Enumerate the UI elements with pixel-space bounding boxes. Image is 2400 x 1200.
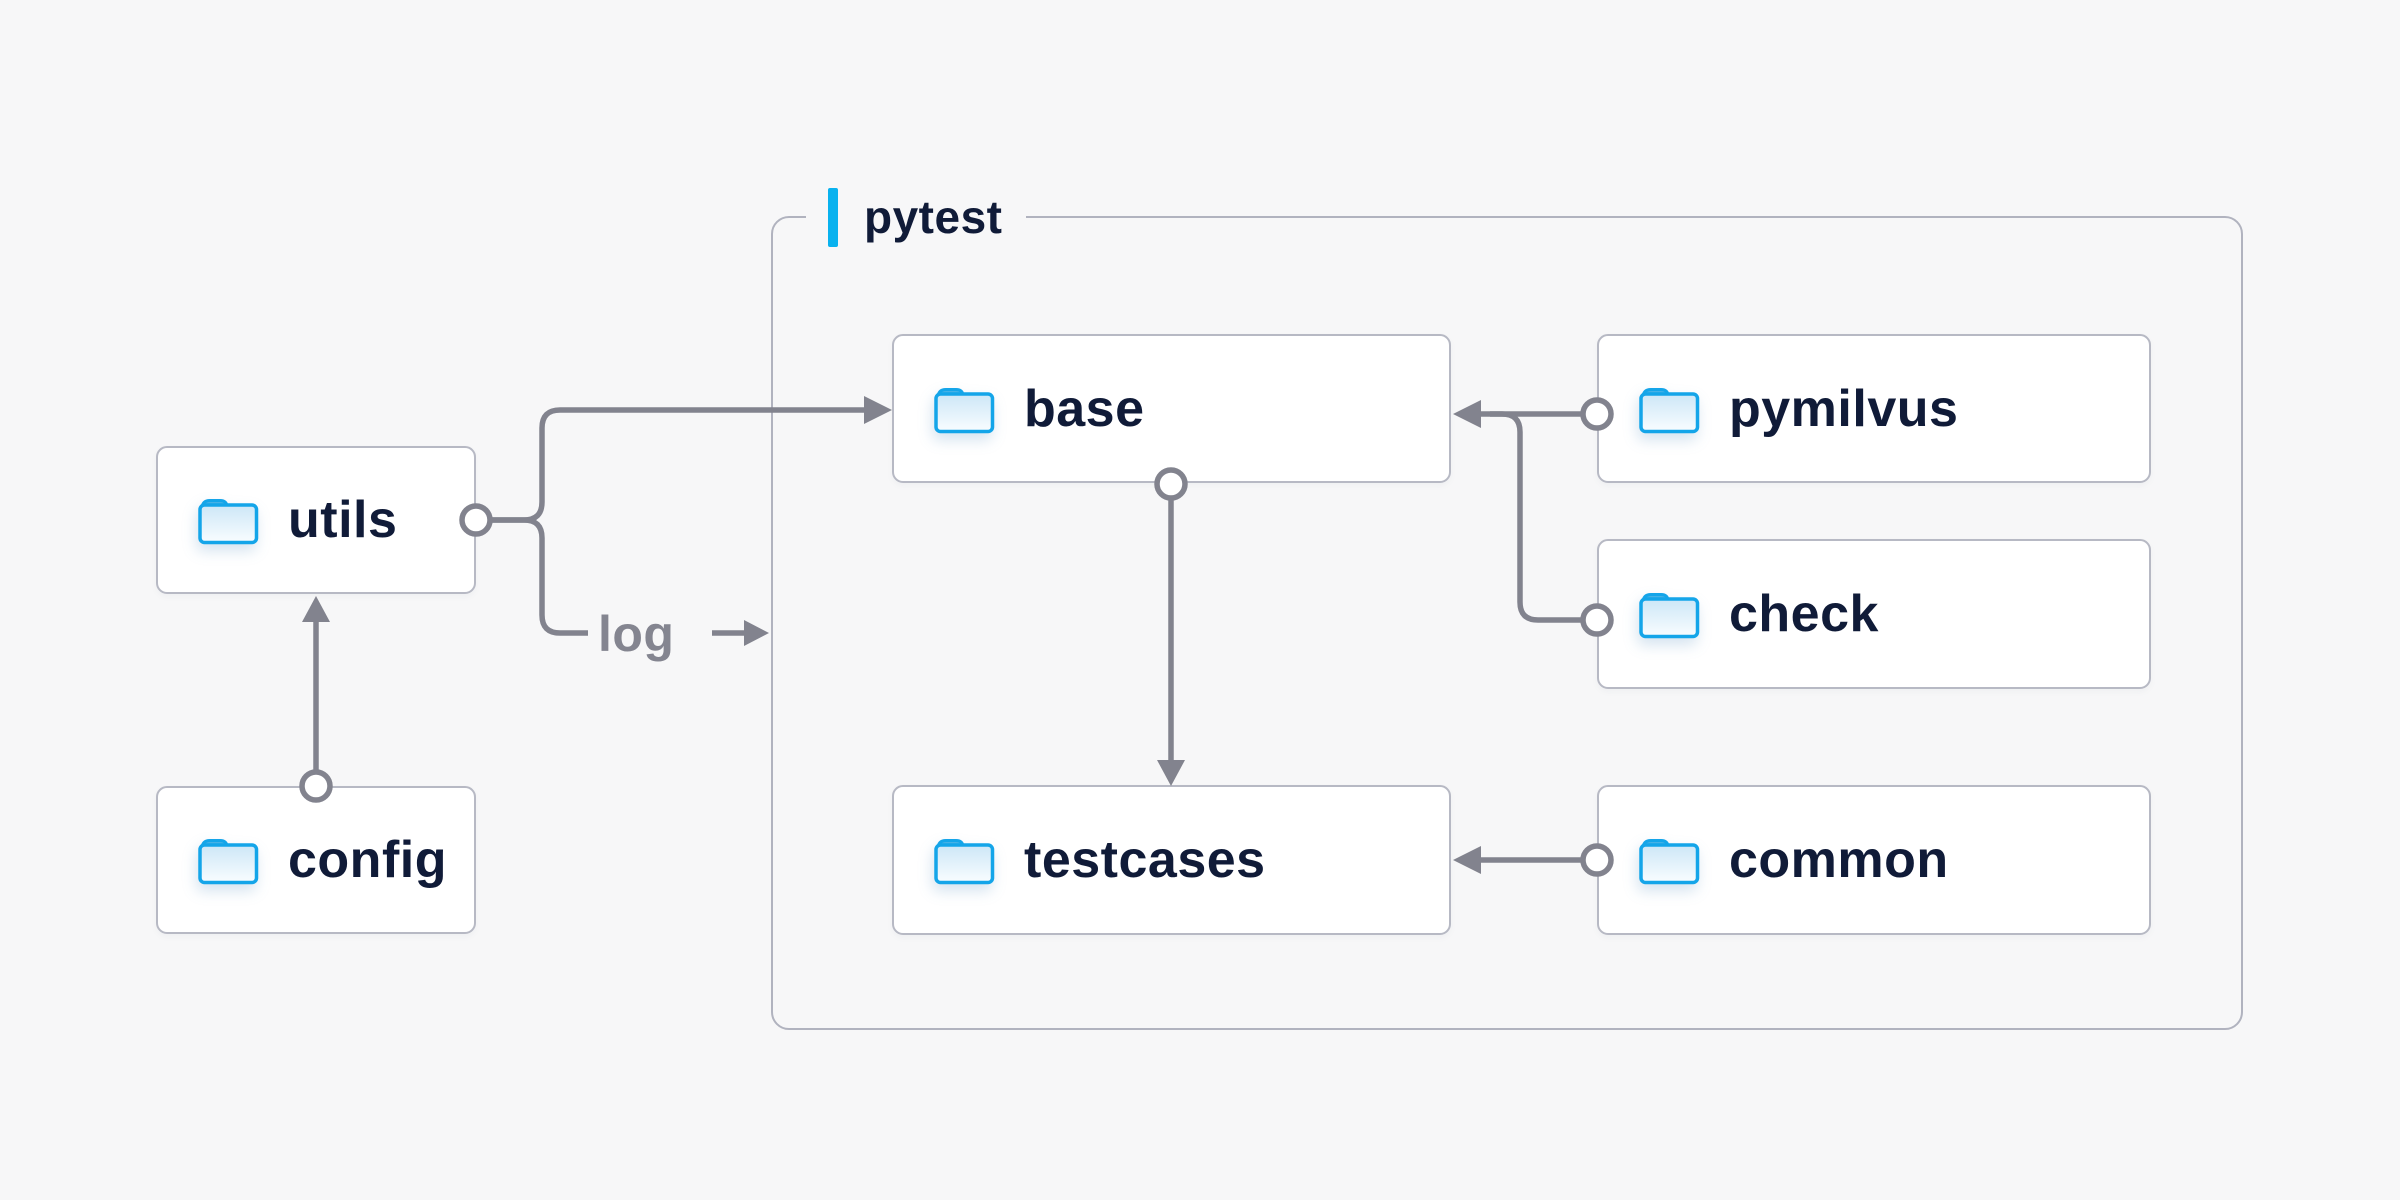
node-label: config: [288, 831, 447, 889]
node-common: common: [1597, 785, 2151, 935]
node-utils: utils: [156, 446, 476, 594]
arrowhead-log-to-pytest: [744, 620, 769, 646]
node-label: common: [1729, 831, 1949, 889]
node-label: pymilvus: [1729, 379, 1959, 438]
folder-icon: [934, 387, 995, 433]
node-testcases: testcases: [892, 785, 1451, 935]
accent-bar: [828, 187, 838, 247]
folder-icon: [198, 499, 259, 545]
folder-icon: [1639, 839, 1700, 885]
pytest-group-title: pytest: [864, 191, 1003, 243]
pytest-group-label: pytest: [806, 186, 1027, 248]
node-config: config: [156, 786, 476, 934]
arrowhead-config-to-utils: [302, 596, 330, 622]
node-label: testcases: [1024, 831, 1266, 889]
node-base: base: [892, 334, 1451, 483]
folder-icon: [934, 839, 995, 885]
edge-utils-to-log: [491, 517, 588, 636]
folder-icon: [198, 839, 259, 885]
pytest-group-box: [771, 216, 2243, 1030]
node-label: utils: [288, 491, 398, 549]
folder-icon: [1639, 387, 1700, 433]
node-pymilvus: pymilvus: [1597, 334, 2151, 483]
node-label: base: [1024, 379, 1145, 438]
log-edge-label: log: [598, 606, 675, 662]
node-check: check: [1597, 539, 2151, 689]
folder-icon: [1639, 593, 1700, 639]
node-label: check: [1729, 585, 1879, 643]
